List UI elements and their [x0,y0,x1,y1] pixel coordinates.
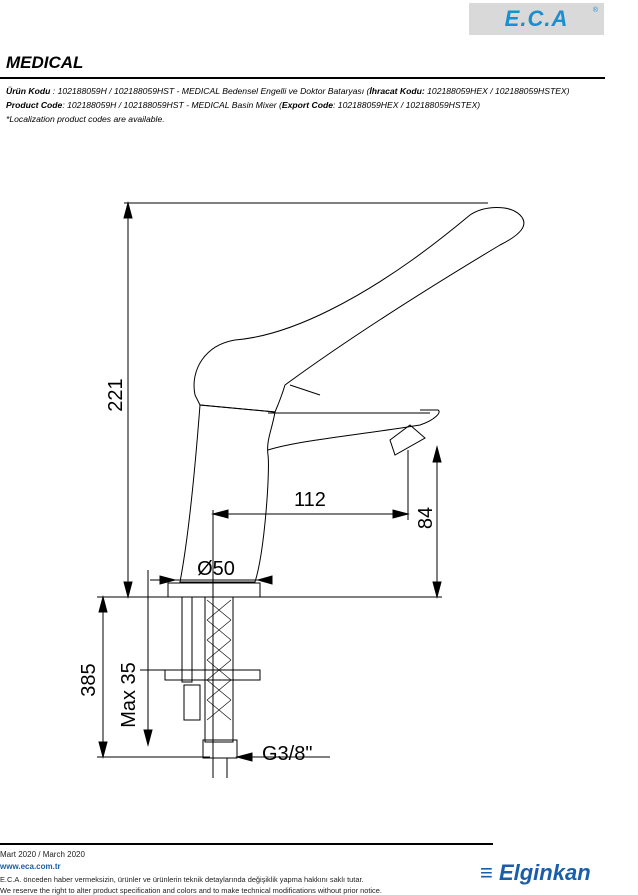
dim-height-label: 221 [105,378,127,411]
disclaimer-tr: E.C.A. önceden haber vermeksizin, ürünle… [0,875,364,884]
urun-kodu-label: Ürün Kodu [6,86,51,96]
dim-spout-label: 84 [415,507,437,529]
localization-note: *Localization product codes are availabl… [6,114,165,124]
dim-reach-label: 112 [294,489,326,511]
date: Mart 2020 / March 2020 [0,850,85,859]
export-value: : 102188059HEX / 102188059HSTEX) [333,100,481,110]
urun-kodu-value: : 102188059H / 102188059HST - MEDICAL Be… [50,86,370,96]
ihracat-label: İhracat Kodu: [369,86,425,96]
product-code-label: Product Code [6,100,63,110]
page-title: MEDICAL [6,53,84,72]
urun-kodu-line: Ürün Kodu : 102188059H / 102188059HST - … [6,86,570,96]
dim-max-label: Max 35 [118,662,140,728]
ihracat-value: 102188059HEX / 102188059HSTEX) [424,86,570,96]
disclaimer-en: We reserve the right to alter product sp… [0,886,382,895]
footer-divider [0,843,493,845]
product-code-line: Product Code: 102188059H / 102188059HST … [6,100,480,110]
dim-thread-label: G3/8" [262,743,312,765]
logo-text: E.C.A [504,6,569,31]
brand-text: Elginkan [498,860,591,885]
website-link[interactable]: www.eca.com.tr [0,862,61,871]
elginkan-logo: ≡ Elginkan [480,860,591,885]
dim-diameter-label: Ø50 [197,558,235,580]
eca-logo: E.C.A ® [469,3,604,35]
header-divider [0,77,605,79]
registered-mark: ® [592,7,598,14]
dim-below-label: 385 [78,663,100,696]
product-code-value: : 102188059H / 102188059HST - MEDICAL Ba… [62,100,282,110]
export-label: Export Code [281,100,334,110]
